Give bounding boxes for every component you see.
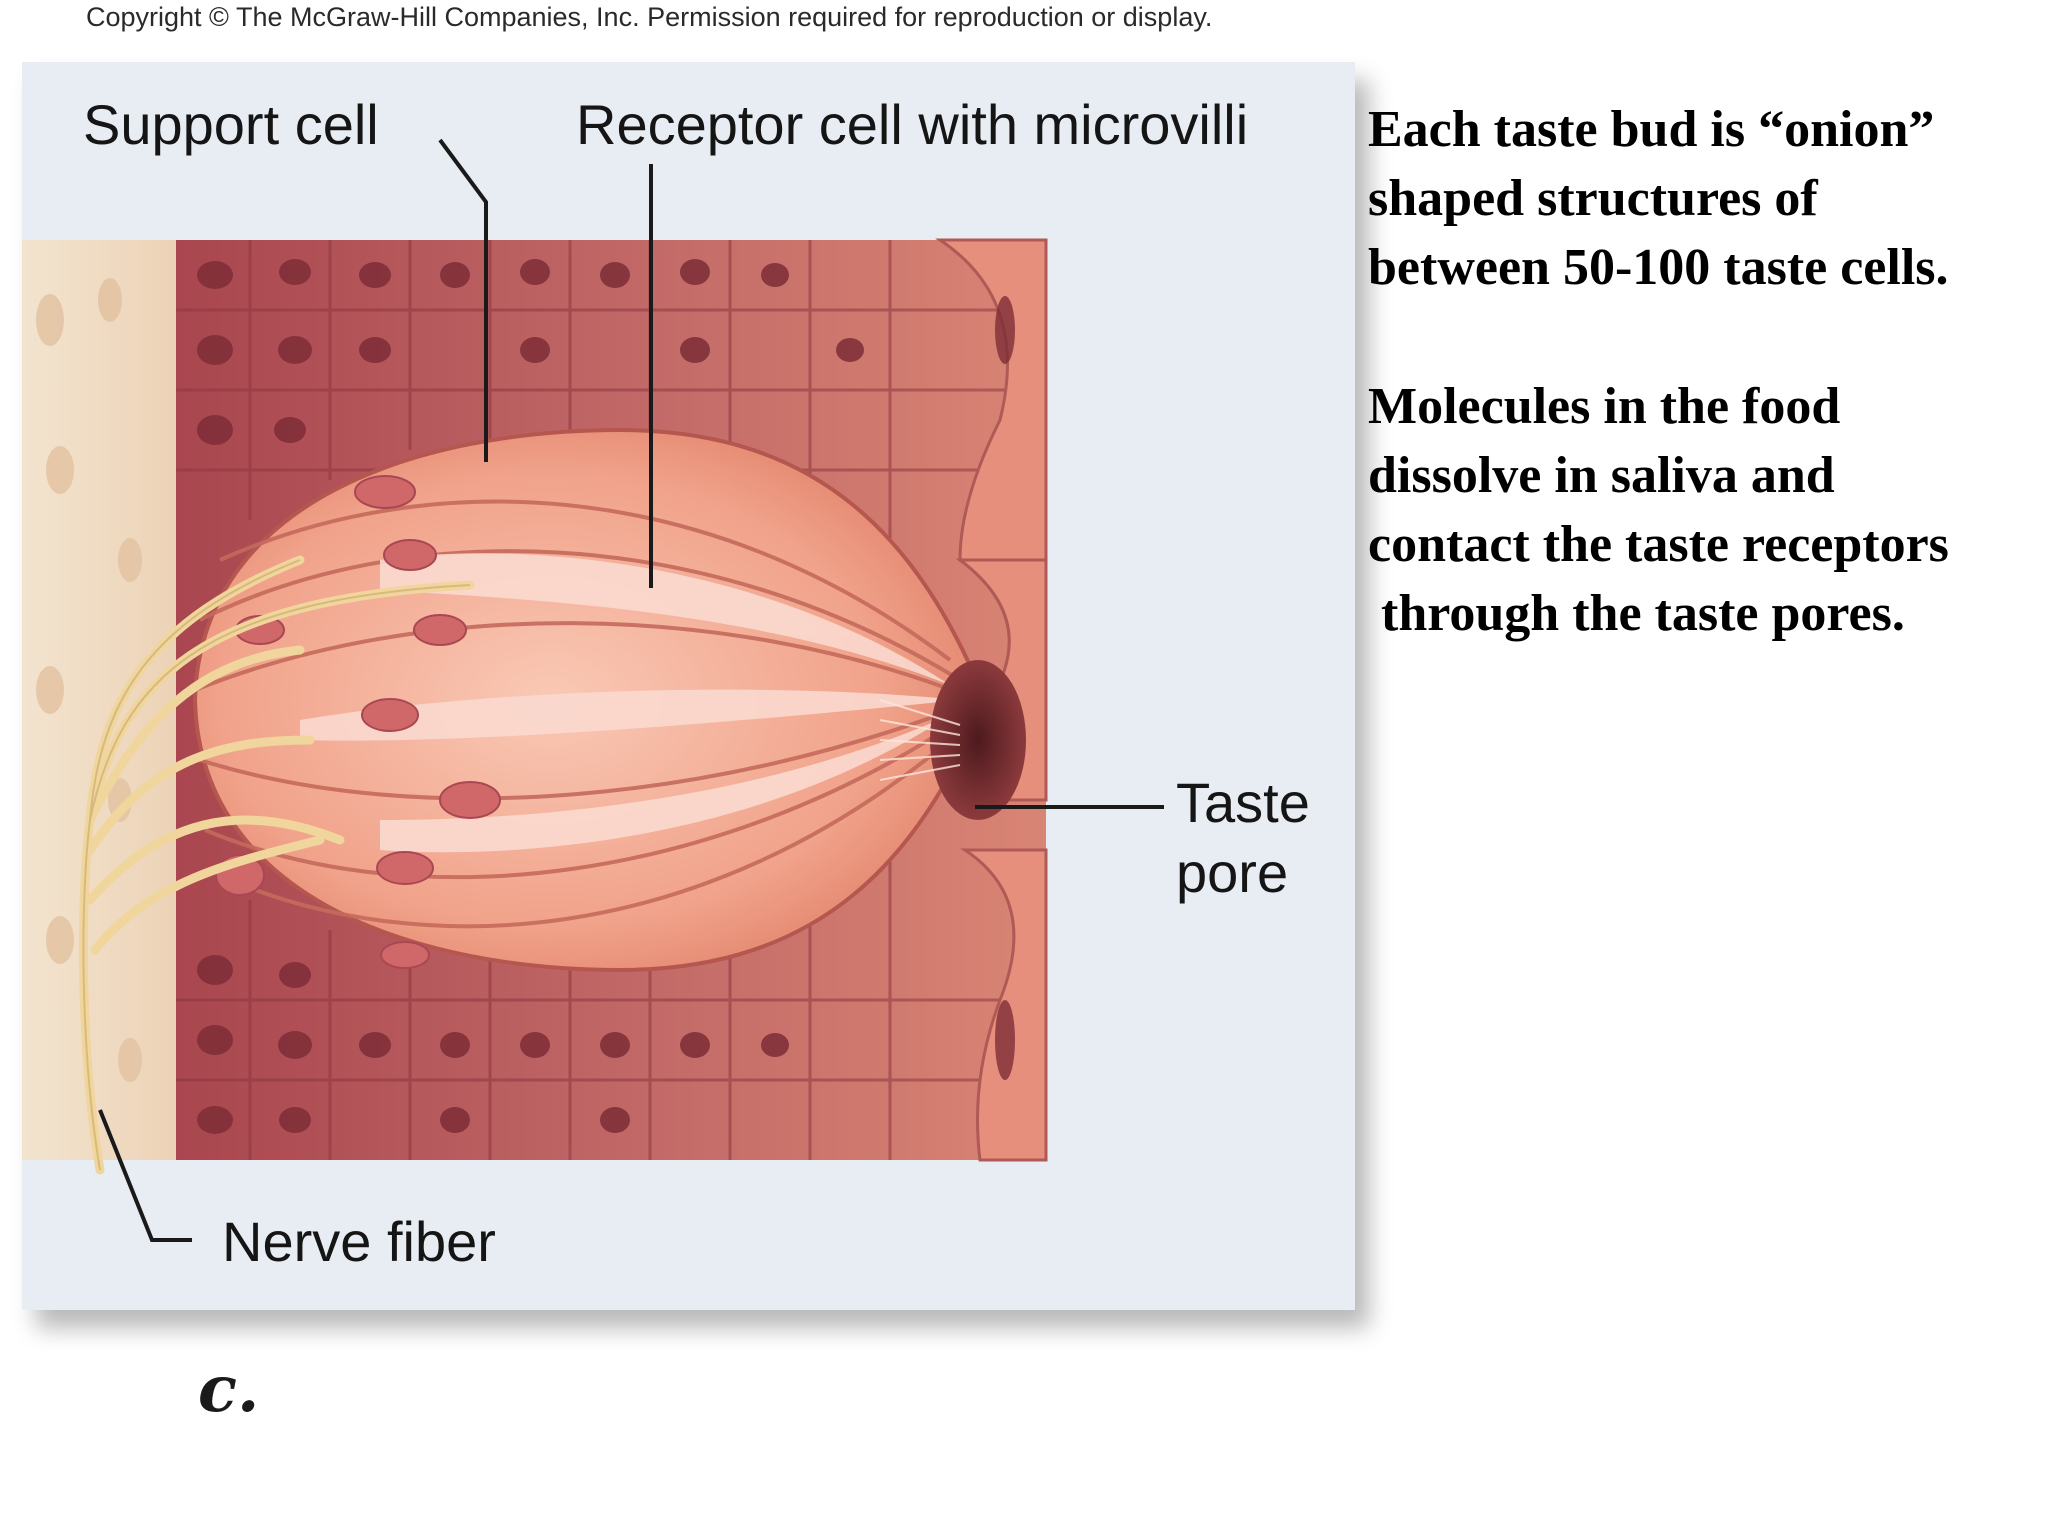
taste-bud-description: Each taste bud is “onion” shaped structu… [1368,101,1949,296]
molecule-dissolution-text: Molecules in the food dissolve in saliva… [1368,378,1949,642]
taste-pore [930,660,1026,820]
copyright-notice: Copyright © The McGraw-Hill Companies, I… [86,2,1213,32]
support-cell-label: Support cell [83,93,379,156]
taste-pore-label-line2: pore [1176,841,1289,904]
figure-letter: c. [198,1352,260,1427]
receptor-cell-label: Receptor cell with microvilli [576,93,1249,156]
taste-pore-label-line1: Taste [1176,771,1310,834]
nerve-fiber-label: Nerve fiber [222,1210,496,1273]
receptor-cells [300,553,960,853]
leader-lines [98,138,1164,1242]
taste-pore-label: Taste pore [1176,768,1310,908]
